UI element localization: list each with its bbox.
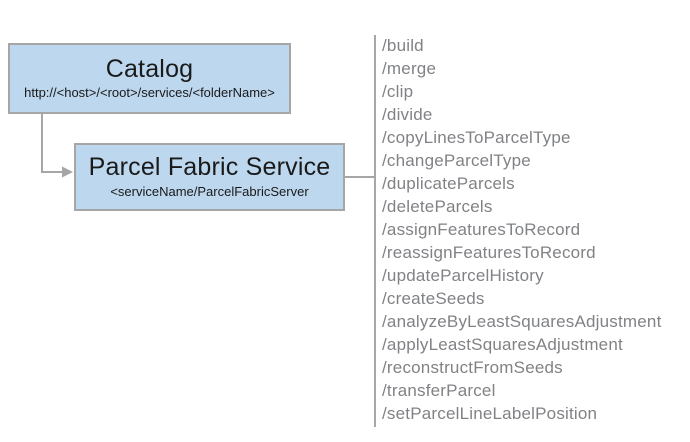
endpoint-item: /updateParcelHistory [382, 266, 544, 285]
endpoint-item: /assignFeaturesToRecord [382, 220, 581, 239]
endpoint-item: /copyLinesToParcelType [382, 128, 571, 147]
endpoint-item: /duplicateParcels [382, 174, 515, 193]
parcel-fabric-service-title: Parcel Fabric Service [88, 153, 331, 182]
catalog-box: Catalog http://<host>/<root>/services/<f… [8, 43, 291, 114]
endpoint-item: /build [382, 36, 424, 55]
catalog-title: Catalog [105, 54, 194, 83]
endpoint-item: /applyLeastSquaresAdjustment [382, 335, 623, 354]
endpoint-item: /clip [382, 82, 414, 101]
endpoint-item: /createSeeds [382, 289, 485, 308]
endpoint-item: /reassignFeaturesToRecord [382, 243, 596, 262]
parcel-fabric-service-url-pattern: <serviceName/ParcelFabricServer [110, 183, 309, 199]
parcel-fabric-service-box: Parcel Fabric Service <serviceName/Parce… [74, 143, 345, 211]
endpoint-item: /transferParcel [382, 381, 496, 400]
endpoint-item: /analyzeByLeastSquaresAdjustment [382, 312, 662, 331]
endpoint-item: /setParcelLineLabelPosition [382, 404, 598, 423]
catalog-url-pattern: http://<host>/<root>/services/<folderNam… [24, 85, 275, 101]
catalog-to-service-connector [41, 114, 66, 173]
endpoint-list: /build /merge /clip /divide /copyLinesTo… [382, 34, 662, 425]
endpoint-item: /deleteParcels [382, 197, 493, 216]
endpoint-item: /reconstructFromSeeds [382, 358, 563, 377]
endpoint-item: /changeParcelType [382, 151, 531, 170]
arrowhead-icon [62, 166, 73, 178]
endpoint-item: /divide [382, 105, 433, 124]
endpoint-item: /merge [382, 59, 437, 78]
